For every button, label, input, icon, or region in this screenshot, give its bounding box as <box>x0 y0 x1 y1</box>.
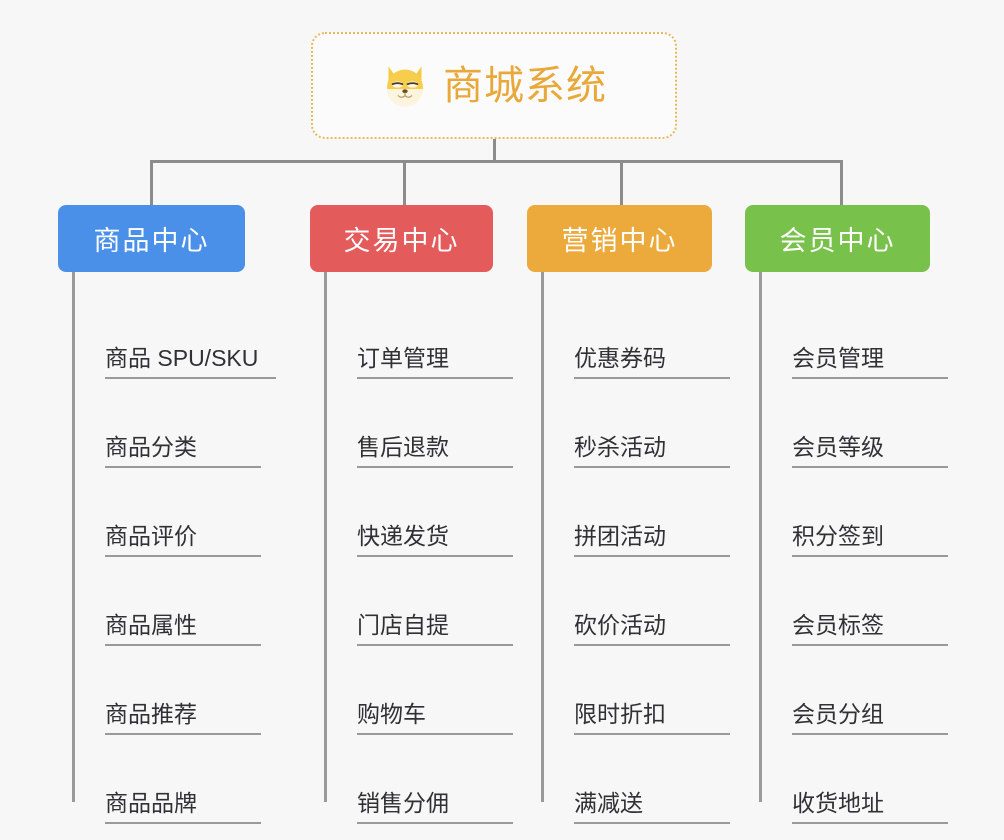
leaf-item-label: 优惠券码 <box>574 345 730 379</box>
leaf-item[interactable]: 商品推荐 <box>72 646 261 735</box>
leaf-item[interactable]: 商品 SPU/SKU <box>72 290 277 379</box>
leaf-item-label: 门店自提 <box>357 612 513 646</box>
root-node-title: 商城系统 <box>443 63 607 108</box>
leaf-item[interactable]: 商品分类 <box>72 379 261 468</box>
leaf-item[interactable]: 售后退款 <box>324 379 513 468</box>
leaf-item[interactable]: 商品评价 <box>72 468 261 557</box>
leaf-item-label: 会员等级 <box>792 434 948 468</box>
branch-header-交易中心[interactable]: 交易中心 <box>310 205 493 272</box>
leaf-item-label: 商品品牌 <box>105 790 261 824</box>
leaf-item-label: 满减送 <box>574 790 730 824</box>
leaf-item[interactable]: 秒杀活动 <box>541 379 730 468</box>
branch-spine <box>759 290 762 802</box>
branch-spine <box>324 290 327 802</box>
leaf-item-label: 秒杀活动 <box>574 434 730 468</box>
shiba-dog-face-icon <box>387 66 423 107</box>
leaf-item[interactable]: 销售分佣 <box>324 735 513 824</box>
branch-spine <box>72 290 75 802</box>
root-node-商城系统[interactable]: 商城系统 <box>311 32 677 139</box>
branch-header-label: 会员中心 <box>779 226 896 256</box>
branch-header-label: 商品中心 <box>93 226 210 256</box>
leaf-item-label: 售后退款 <box>357 434 513 468</box>
leaf-item[interactable]: 订单管理 <box>324 290 513 379</box>
leaf-item-label: 限时折扣 <box>574 701 730 735</box>
connector-horizontal-bus <box>150 160 843 163</box>
connector-stem-branch-2 <box>324 272 327 292</box>
connector-stem-branch-4 <box>759 272 762 292</box>
leaf-item-label: 购物车 <box>357 701 513 735</box>
leaf-item-label: 销售分佣 <box>357 790 513 824</box>
leaf-item-label: 会员标签 <box>792 612 948 646</box>
leaf-item-label: 砍价活动 <box>574 612 730 646</box>
leaf-item[interactable]: 购物车 <box>324 646 513 735</box>
leaf-item[interactable]: 快递发货 <box>324 468 513 557</box>
connector-stem-branch-3 <box>541 272 544 292</box>
leaf-item[interactable]: 砍价活动 <box>541 557 730 646</box>
leaf-item[interactable]: 会员分组 <box>759 646 948 735</box>
leaf-item[interactable]: 会员等级 <box>759 379 948 468</box>
branch-header-会员中心[interactable]: 会员中心 <box>745 205 930 272</box>
leaf-item-label: 收货地址 <box>792 790 948 824</box>
leaf-item[interactable]: 优惠券码 <box>541 290 730 379</box>
connector-drop-branch-4 <box>840 160 843 205</box>
connector-drop-branch-1 <box>150 160 153 205</box>
leaf-item-label: 商品属性 <box>105 612 261 646</box>
leaf-item[interactable]: 拼团活动 <box>541 468 730 557</box>
leaf-item[interactable]: 限时折扣 <box>541 646 730 735</box>
leaf-item-label: 积分签到 <box>792 523 948 557</box>
branch-spine <box>541 290 544 802</box>
leaf-item-label: 订单管理 <box>357 345 513 379</box>
branch-header-label: 营销中心 <box>561 226 678 256</box>
connector-root-stem <box>493 139 496 163</box>
leaf-item[interactable]: 商品属性 <box>72 557 261 646</box>
leaf-item[interactable]: 满减送 <box>541 735 730 824</box>
leaf-item[interactable]: 积分签到 <box>759 468 948 557</box>
connector-drop-branch-2 <box>403 160 406 205</box>
leaf-item-label: 快递发货 <box>357 523 513 557</box>
leaf-item[interactable]: 商品品牌 <box>72 735 261 824</box>
leaf-item-label: 会员分组 <box>792 701 948 735</box>
leaf-item[interactable]: 会员管理 <box>759 290 948 379</box>
leaf-item-label: 商品评价 <box>105 523 261 557</box>
leaf-item-label: 商品推荐 <box>105 701 261 735</box>
leaf-item[interactable]: 收货地址 <box>759 735 948 824</box>
connector-drop-branch-3 <box>620 160 623 205</box>
leaf-item[interactable]: 门店自提 <box>324 557 513 646</box>
branch-header-营销中心[interactable]: 营销中心 <box>527 205 712 272</box>
leaf-item[interactable]: 会员标签 <box>759 557 948 646</box>
connector-stem-branch-1 <box>72 272 75 292</box>
branch-header-label: 交易中心 <box>343 226 460 256</box>
leaf-item-label: 会员管理 <box>792 345 948 379</box>
leaf-item-label: 商品分类 <box>105 434 261 468</box>
leaf-item-label: 商品 SPU/SKU <box>105 345 277 379</box>
branch-header-商品中心[interactable]: 商品中心 <box>58 205 245 272</box>
leaf-item-label: 拼团活动 <box>574 523 730 557</box>
